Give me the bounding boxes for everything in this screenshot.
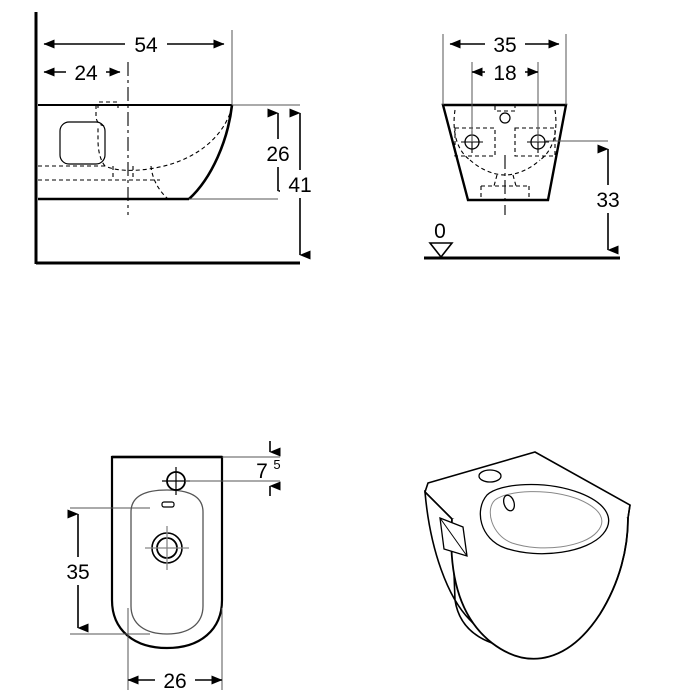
- drain-hole-plan: [145, 526, 189, 570]
- hidden-overflow-slot: [97, 101, 119, 108]
- overflow-hole-front: [499, 112, 511, 124]
- body-front-profile: [188, 104, 234, 200]
- dimlabel-tap-hole-offset-sup: 5: [273, 457, 280, 472]
- perspective-bowl-inner: [489, 491, 603, 549]
- dimlabel-width-total: 35: [493, 34, 516, 57]
- plan-bowl-outline: [130, 489, 204, 635]
- dimlabel-tap-hole-offset: 7: [256, 460, 268, 483]
- hidden-bowl-right: [539, 109, 557, 161]
- dimlabel-height-floor: 33: [596, 189, 619, 212]
- hidden-fixing-box-right: [514, 127, 556, 157]
- dimlabel-width-plan: 26: [163, 670, 186, 693]
- perspective-recess-fold: [439, 517, 468, 557]
- datum-label: 0: [434, 220, 446, 243]
- dimlabel-height-bowl: 26: [266, 143, 289, 166]
- hidden-trap-neck: [493, 174, 517, 187]
- dimlabel-height-total: 41: [288, 174, 311, 197]
- hidden-trap-outlet: [150, 165, 169, 200]
- dimtext-bg-18: [485, 58, 525, 86]
- wall-recess-outline: [59, 121, 106, 165]
- hidden-fixing-box-left: [454, 127, 496, 157]
- hidden-bowl-left: [453, 109, 471, 161]
- dimtext-bg-54: [125, 30, 167, 58]
- perspective-right-edge: [599, 504, 631, 615]
- view-side-elevation: 54 24 26 41: [34, 12, 320, 265]
- dimtext-bg-35f: [485, 30, 525, 58]
- view-plan: 7 5 35 26: [58, 441, 281, 694]
- dimtext-bg-35p: [58, 557, 98, 585]
- datum-marker: 0: [428, 220, 454, 259]
- dimlabel-width-fixings: 18: [493, 62, 516, 85]
- plan-overflow-slot: [161, 501, 175, 508]
- view-perspective: [424, 451, 631, 660]
- triangle-down-icon: [428, 242, 454, 259]
- view-front-elevation: 0 35 18 33: [424, 30, 628, 260]
- hidden-trap-sides: [112, 166, 134, 180]
- dimtext-bg-41: [280, 170, 320, 198]
- plan-body-outline: [110, 455, 224, 650]
- hidden-overflow-slot-front: [494, 106, 516, 112]
- hidden-bowl-back: [97, 126, 106, 167]
- perspective-tap-hole: [478, 469, 502, 483]
- dimlabel-depth-total: 54: [134, 34, 158, 57]
- dimtext-bg-33: [588, 185, 628, 213]
- hidden-bowl-curve: [104, 106, 233, 171]
- dimtext-bg-26: [155, 666, 195, 694]
- perspective-drain-hole: [502, 494, 516, 512]
- dimtext-bg-24: [66, 58, 106, 86]
- dimlabel-depth-plan: 35: [66, 561, 89, 584]
- dimlabel-depth-partial: 24: [74, 62, 98, 85]
